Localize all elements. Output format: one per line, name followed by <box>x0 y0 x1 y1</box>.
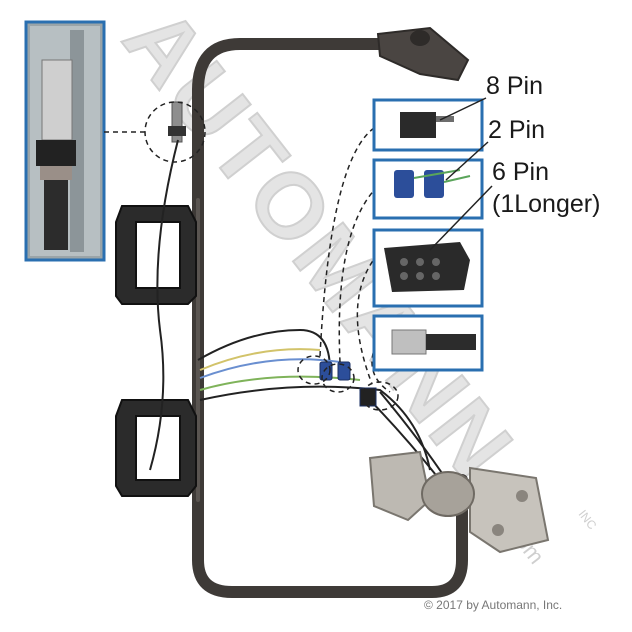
mounting-bracket-icon <box>115 205 197 497</box>
connector-2pin-icon <box>372 158 484 220</box>
sensor-inset <box>24 20 106 262</box>
label-leaders <box>429 97 493 251</box>
label-6-pin: 6 Pin <box>492 158 549 186</box>
copyright-text: © 2017 by Automann, Inc. <box>424 598 563 612</box>
mirror-arm-icon <box>376 26 470 82</box>
mirror-arm <box>192 38 468 598</box>
connector-6pin-icon <box>372 228 484 308</box>
coax-connector-icon <box>372 314 484 372</box>
mount-plate <box>368 450 550 554</box>
temp-sensor <box>168 101 186 143</box>
label-8-pin: 8 Pin <box>486 72 543 100</box>
wire-connectors <box>319 361 377 407</box>
label-6-pin-note: (1Longer) <box>492 190 601 218</box>
label-2-pin: 2 Pin <box>488 116 545 144</box>
callout-lines <box>104 101 399 411</box>
